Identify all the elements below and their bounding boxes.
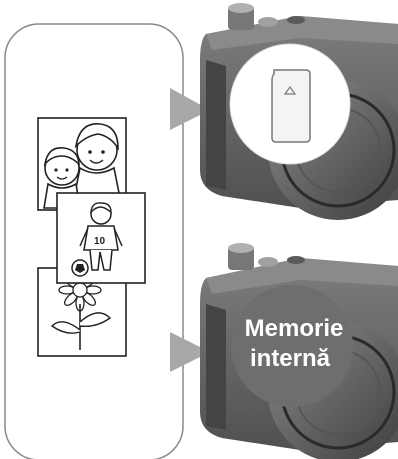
internal-memory-line1: Memorie [245,315,344,342]
internal-memory-badge: Memorie internă [231,285,353,407]
memory-card-icon [230,44,350,164]
soccer-player-picture-icon: 10 [57,193,145,283]
internal-memory-line2: internă [250,345,331,372]
svg-text:10: 10 [94,236,106,247]
